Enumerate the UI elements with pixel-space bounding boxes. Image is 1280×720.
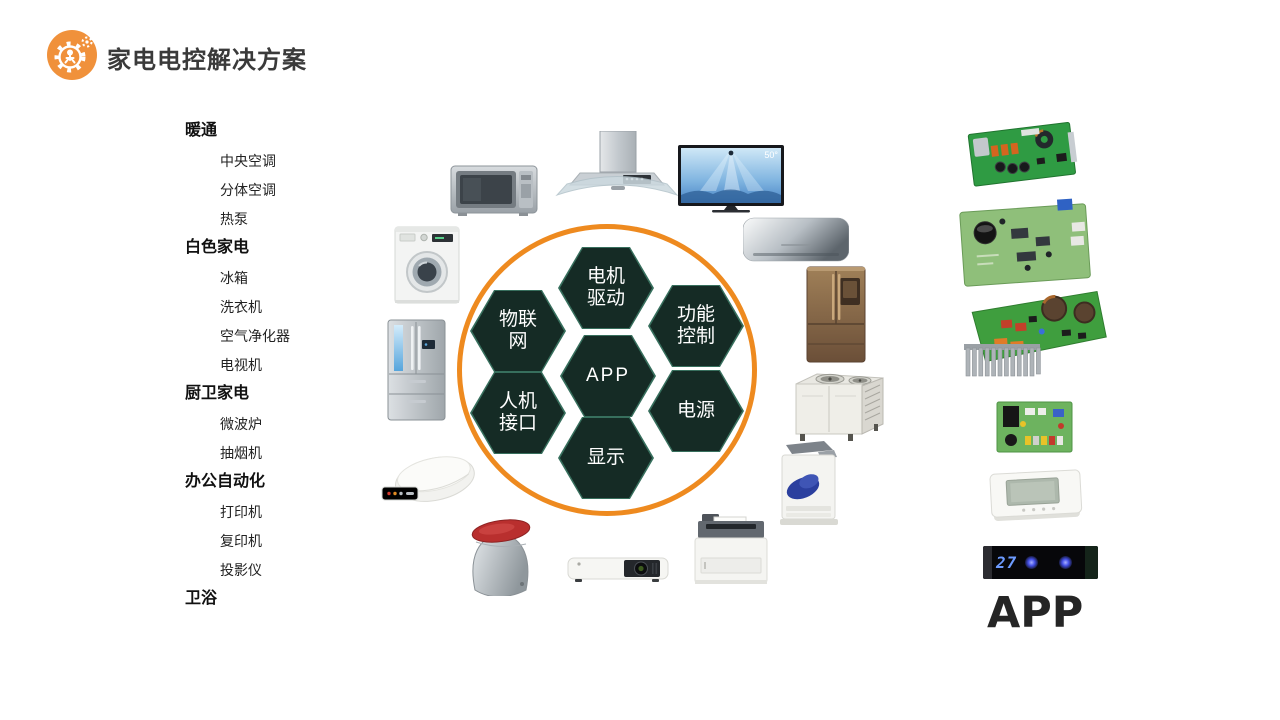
category-item: 复印机 [220,533,262,549]
category-item: 热泵 [220,211,248,227]
split-ac-image [743,216,849,266]
hexagon-label: 电机 [586,265,625,287]
category-group-hvac: 暖通 中央空调 分体空调 热泵 [185,122,355,228]
panel-edge [1085,546,1098,579]
temperature-readout: 27 [996,553,1018,572]
category-item: 冰箱 [220,270,248,286]
hexagon-label: 网 [508,331,528,352]
hexagon-label: 接口 [498,413,537,434]
pcb-board-image [995,396,1075,458]
tv-size-badge: 50° [764,150,778,160]
category-header: 卫浴 [185,590,218,607]
category-group-office: 办公自动化 打印机 复印机 投影仪 [185,473,355,579]
page-title: 家电电控解决方案 [107,47,307,74]
pcb-board-image [958,288,1112,384]
gear-person-logo [46,29,98,81]
category-header: 厨卫家电 [185,385,250,402]
hexagon-label: 功能 [676,303,715,325]
range-hood-image [555,131,679,207]
led-button-icon [1025,556,1038,569]
category-item: 中央空调 [220,153,276,169]
fridge-dispenser-image [806,266,866,364]
hexagon-label: APP [585,364,631,386]
washing-machine-image [392,222,462,308]
tv-image: 50° [678,145,784,215]
bidet-seat-image [381,450,479,514]
hexagon-label: 控制 [676,326,715,347]
smart-toilet-image [462,510,538,596]
sidebar: 暖通 中央空调 分体空调 热泵 白色家电 冰箱 洗衣机 空气净化器 电视机 厨卫… [185,122,355,620]
microwave-image [450,163,538,219]
category-header: 暖通 [185,122,218,139]
category-item: 分体空调 [220,182,276,198]
category-header: 办公自动化 [185,473,266,490]
category-group-kitchen-bath: 厨卫家电 微波炉 抽烟机 [185,385,355,462]
category-group-white-goods: 白色家电 冰箱 洗衣机 空气净化器 电视机 [185,239,355,374]
category-item: 空气净化器 [220,328,290,344]
hexagon-label: 人机 [498,390,537,412]
led-display-panel: 27 [983,546,1098,579]
category-item: 抽烟机 [220,445,262,461]
printer-image [692,512,770,588]
pcb-board-image [966,118,1082,192]
category-group-sanitary: 卫浴 [185,590,355,608]
hexagon-label: 电源 [676,399,715,421]
app-wordmark: APP [987,588,1084,638]
category-header: 白色家电 [185,239,250,256]
outdoor-unit-image [790,366,887,444]
hexagon-label: 显示 [586,446,625,468]
projector-image [567,555,670,585]
category-item: 电视机 [220,357,262,373]
pcb-board-image [956,194,1094,294]
copier-image [773,440,845,528]
led-button-icon [1059,556,1072,569]
hexagon-label: 物联 [498,308,537,330]
category-item: 洗衣机 [220,299,262,315]
category-item: 投影仪 [220,562,262,578]
french-fridge-image [386,317,447,425]
panel-edge [983,546,992,579]
category-item: 打印机 [220,504,262,520]
thermostat-image [981,464,1091,530]
hexagon-label: 驱动 [586,288,625,309]
category-item: 微波炉 [220,416,262,432]
